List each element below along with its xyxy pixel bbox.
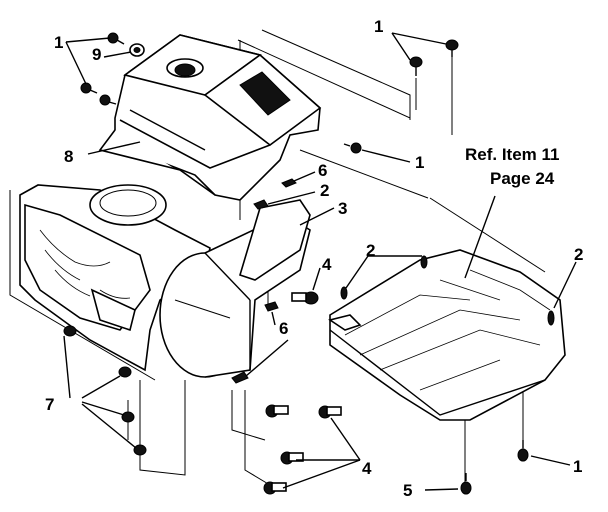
reference-page-text: Page 24 [490,169,555,188]
screw-icon [460,473,472,495]
screw-icon [343,142,362,154]
nut-icon [118,366,132,378]
callout-1-top-left: 1 [54,33,63,52]
clip-icon [420,255,428,269]
callout-7: 7 [45,395,54,414]
nut-fasteners [63,325,147,456]
callout-5: 5 [403,481,412,500]
bolt-icon [318,405,342,419]
bolt-icon [291,291,319,305]
screw-icon [107,32,125,45]
clip-icon [264,301,279,312]
screw-icon [445,39,459,57]
callout-2-upper: 2 [320,181,329,200]
callout-8: 8 [64,147,73,166]
bolt-fasteners [263,291,342,495]
nut-icon [133,444,147,456]
callout-2-pan-left: 2 [366,241,375,260]
screw-fasteners [80,32,529,495]
clip-icon [340,286,348,300]
callout-4-mid: 4 [322,255,332,274]
screw-icon [409,56,423,76]
bracket [239,199,311,281]
washer-icon [129,43,145,57]
clip-icon [253,199,269,210]
callout-6-upper: 6 [318,161,327,180]
callout-9: 9 [92,45,101,64]
callout-2-pan-right: 2 [574,245,583,264]
nut-icon [63,325,77,337]
screw-icon [99,94,117,106]
nut-icon [121,411,135,423]
bolt-icon [265,404,289,418]
bolt-icon [280,451,304,465]
bolt-icon [263,481,287,495]
callout-1-mid: 1 [415,153,424,172]
reference-item-text: Ref. Item 11 [465,145,560,164]
reference-note: Ref. Item 11 Page 24 [465,145,560,188]
screw-icon [80,82,98,94]
clip-icon [281,178,297,188]
clip-icon [231,371,249,384]
leader-lines [63,32,577,491]
top-cover [98,34,322,201]
callout-6-lower: 6 [279,319,288,338]
callout-1-bottom: 1 [573,457,582,476]
callout-labels: 1 9 8 1 1 6 2 3 4 6 2 2 7 4 5 1 [45,17,583,500]
clip-icon [547,310,555,326]
clip-fasteners [231,178,555,384]
bottom-pan [328,249,566,421]
callout-4-bottom: 4 [362,459,372,478]
callout-3: 3 [338,199,347,218]
blower-housing [19,184,211,372]
callout-1-top-right: 1 [374,17,383,36]
screw-icon [517,440,529,462]
